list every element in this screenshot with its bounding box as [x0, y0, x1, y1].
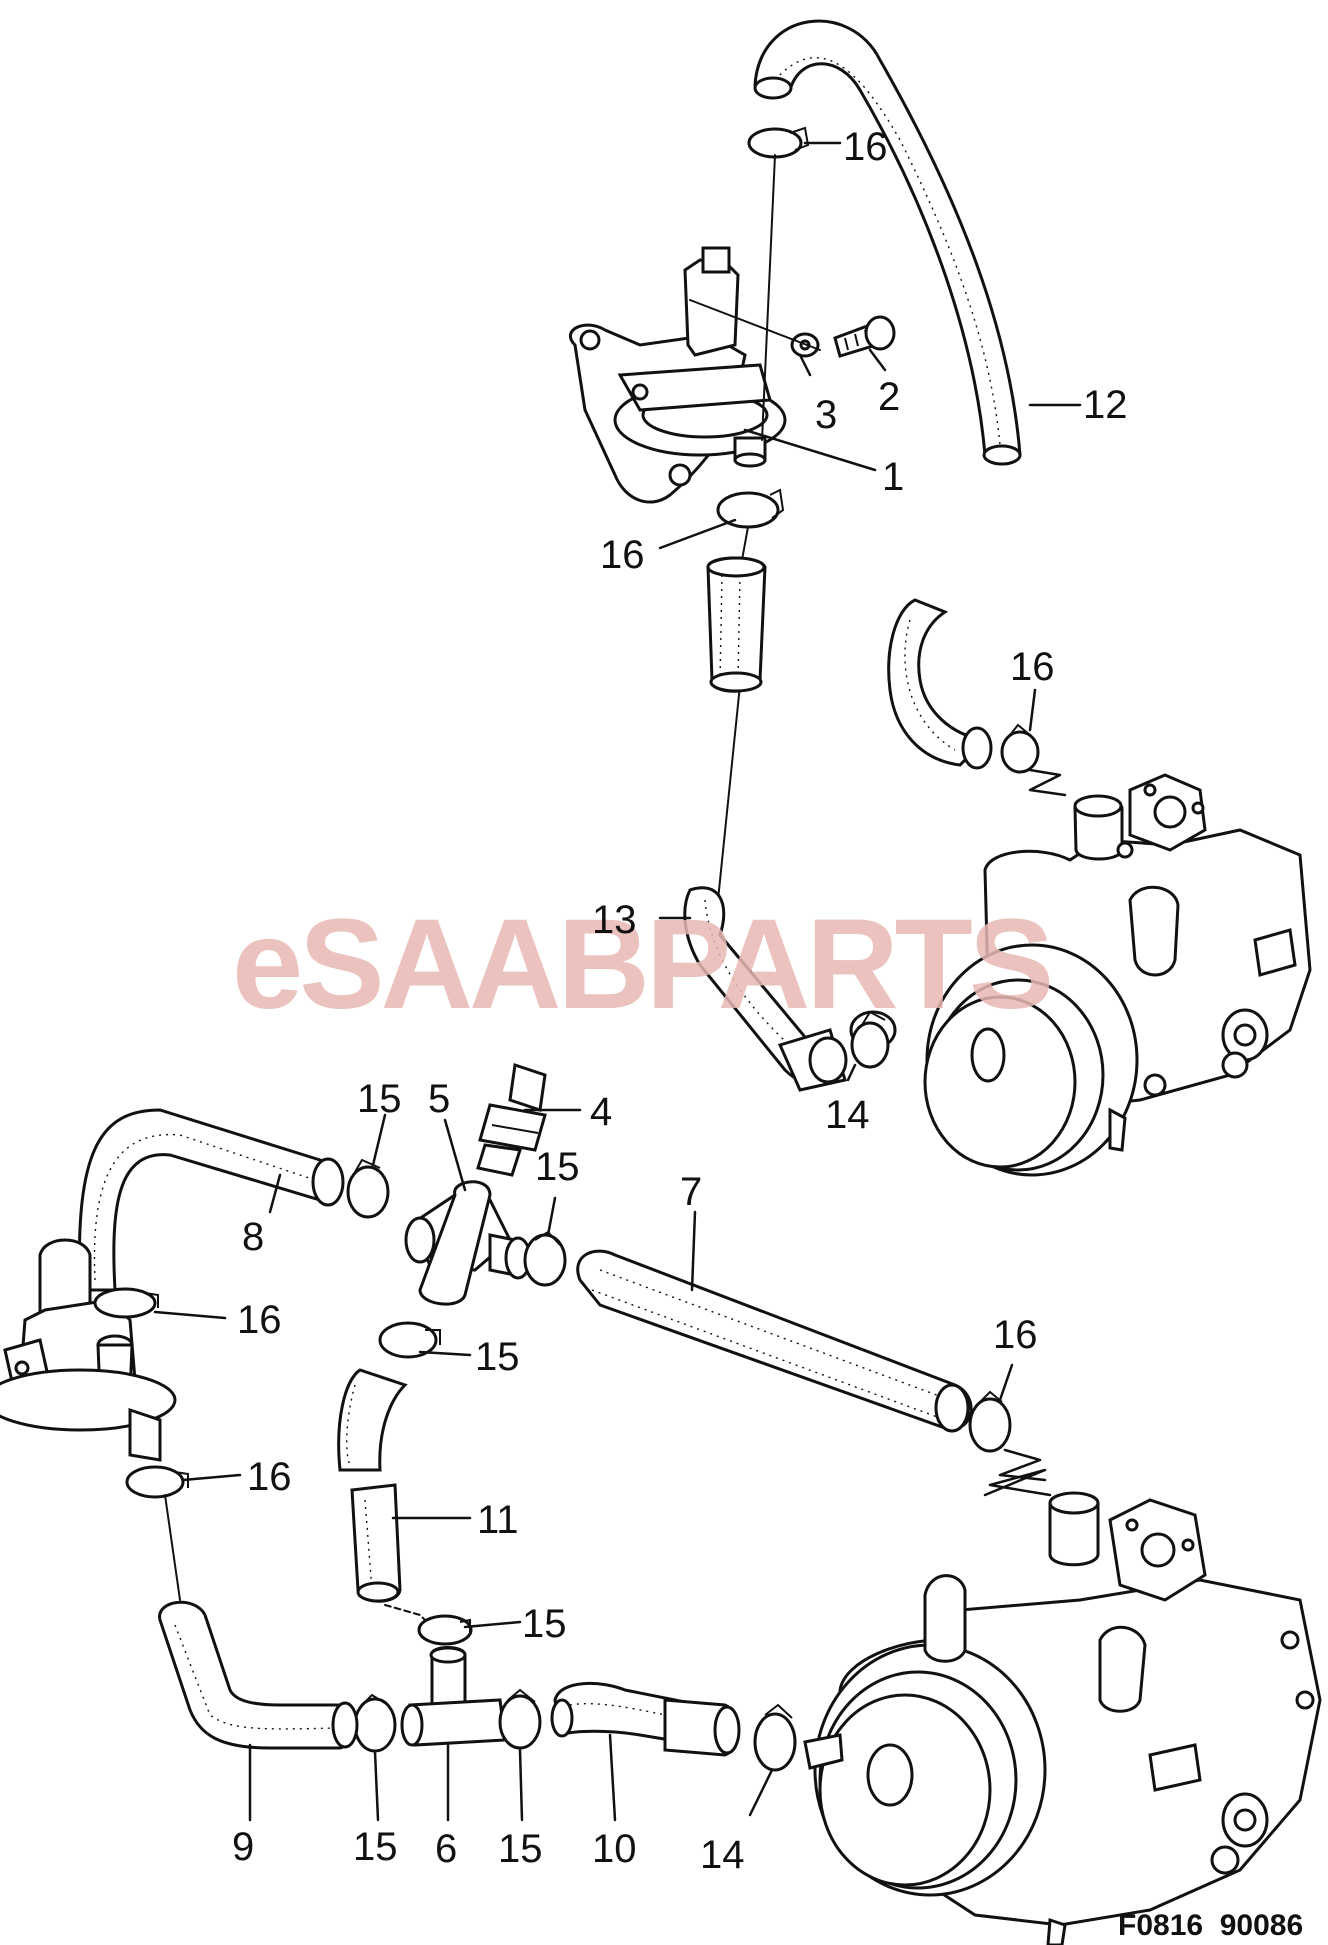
tee-5 — [404, 1180, 532, 1306]
figure-reference-code: F0816 90086 — [1118, 1909, 1303, 1942]
callout-5: 5 — [428, 1077, 450, 1121]
callout-16-left-lower: 16 — [247, 1455, 292, 1499]
clamp-16-hose7 — [968, 1390, 1012, 1453]
callout-2: 2 — [878, 375, 900, 419]
callout-3: 3 — [815, 393, 837, 437]
callout-15-a: 15 — [357, 1077, 402, 1121]
clamp-16-left-upper — [93, 1287, 159, 1319]
callout-7: 7 — [680, 1170, 702, 1214]
hose-11 — [337, 1368, 408, 1603]
valve-left — [0, 1238, 177, 1462]
callout-16-left-upper: 16 — [237, 1298, 282, 1342]
callout-15-b: 15 — [535, 1145, 580, 1189]
callout-8: 8 — [242, 1215, 264, 1259]
hose-7 — [576, 1249, 973, 1433]
callout-12: 12 — [1083, 383, 1128, 427]
callout-4: 4 — [590, 1090, 612, 1134]
hose-12-lower-elbow — [887, 598, 993, 770]
hose-9 — [158, 1600, 359, 1750]
water-pump-upper — [923, 773, 1312, 1177]
callout-16-top: 16 — [843, 125, 888, 169]
callout-6: 6 — [435, 1827, 457, 1871]
clamp-16-top — [747, 126, 810, 159]
callout-14-lower: 14 — [700, 1833, 745, 1877]
callout-16-mid: 16 — [600, 533, 645, 577]
bolt-2 — [833, 315, 896, 358]
hose-13-upper — [706, 556, 767, 693]
clamp-15-b — [523, 1230, 567, 1287]
clamp-16-mid — [716, 488, 785, 529]
watermark-text: eSAABPARTS — [232, 893, 1050, 1036]
hose-8 — [77, 1108, 345, 1292]
callout-15-e: 15 — [353, 1825, 398, 1869]
valve-assembly-1 — [568, 246, 787, 504]
callout-10: 10 — [592, 1827, 637, 1871]
tee-6 — [400, 1646, 507, 1747]
leader-lines — [153, 141, 1082, 1822]
water-pump-lower — [803, 1491, 1322, 1945]
hose-10 — [550, 1681, 741, 1757]
callout-15-c: 15 — [475, 1335, 520, 1379]
sensor-4 — [476, 1063, 547, 1177]
clamp-15-f — [498, 1688, 542, 1750]
hose-13-elbow — [683, 886, 848, 1092]
callout-14-upper: 14 — [825, 1093, 870, 1137]
callout-13: 13 — [592, 898, 637, 942]
clamp-14-lower — [753, 1703, 797, 1772]
clamp-15-d — [417, 1614, 473, 1646]
hose-12 — [753, 19, 1022, 466]
callout-15-f: 15 — [498, 1827, 543, 1871]
callout-15-d: 15 — [522, 1602, 567, 1646]
callout-1: 1 — [882, 455, 904, 499]
clamp-15-e — [353, 1693, 397, 1753]
clamp-16-left-lower — [125, 1465, 189, 1499]
callout-16-hose7: 16 — [993, 1313, 1038, 1357]
callout-16-right-upper: 16 — [1010, 645, 1055, 689]
clamp-15-a — [346, 1158, 390, 1219]
clamp-16-right-upper — [1000, 723, 1040, 774]
callout-9: 9 — [232, 1825, 254, 1869]
callout-11: 11 — [477, 1498, 519, 1542]
clamp-15-c — [378, 1321, 441, 1359]
clamp-14-upper — [849, 1010, 897, 1069]
